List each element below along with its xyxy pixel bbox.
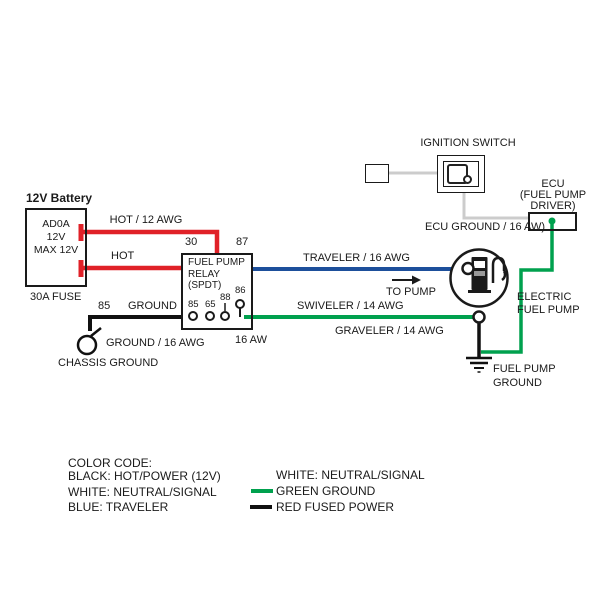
- pump-ground-line2: GROUND: [493, 376, 542, 389]
- relay-ground-wire: [88, 315, 182, 331]
- relay-label: FUEL PUMP RELAY (SPDT): [188, 257, 245, 292]
- ground-pin-label: 85: [98, 300, 111, 312]
- pin-86-label: 86: [235, 285, 246, 296]
- ecu-wire-dot: [548, 217, 556, 225]
- battery-line1: AD0A: [42, 218, 70, 230]
- battery-box: AD0A 12V MAX 12V: [25, 208, 87, 287]
- hot-12awg-wire: [81, 229, 220, 254]
- to-pump-arrow-icon: [392, 275, 421, 285]
- legend-blue: BLUE: TRAVELER: [68, 500, 169, 514]
- legend-green-ground: GREEN GROUND: [276, 484, 376, 498]
- relay-line2: RELAY: [188, 268, 221, 280]
- pin-87-label: 87: [236, 236, 249, 248]
- pump-terminal-left: [461, 261, 475, 276]
- ground-16awg-label: GROUND / 16 AWG: [106, 337, 205, 349]
- ecu-line3: DRIVER): [530, 200, 576, 212]
- legend-black: BLACK: HOT/POWER (12V): [68, 469, 221, 483]
- ignition-to-ecu-wire: [462, 193, 528, 220]
- fuel-pump-ground-label: FUEL PUMP GROUND: [493, 363, 556, 390]
- green-swatch-icon: [251, 489, 273, 493]
- chassis-ground-label: CHASSIS GROUND: [58, 357, 159, 369]
- pin-85-label: 85: [188, 299, 199, 310]
- relay-line3: (SPDT): [188, 280, 222, 291]
- battery-line3: MAX 12V: [33, 244, 79, 256]
- rocker-dot-icon: [463, 175, 472, 184]
- graveler-label: GRAVELER / 14 AWG: [335, 325, 444, 337]
- relay-line1: FUEL PUMP: [188, 257, 245, 268]
- gas-pump-icon: [468, 256, 507, 293]
- pin-30-label: 30: [185, 236, 198, 248]
- to-pump-label: TO PUMP: [386, 286, 436, 298]
- legend-white: WHITE: NEUTRAL/SIGNAL: [68, 485, 217, 499]
- chassis-ground-slash: [90, 327, 102, 337]
- ecu-ground-label: ECU GROUND / 16 AW): [425, 221, 545, 233]
- ecu-line2: (FUEL PUMP: [519, 189, 587, 201]
- ignition-switch-box: [437, 155, 485, 193]
- rocker-switch-icon: [447, 164, 468, 184]
- battery-line2: 12V: [46, 231, 66, 243]
- chassis-ground-circle: [76, 334, 98, 356]
- legend-white-signal: WHITE: NEUTRAL/SIGNAL: [276, 468, 425, 482]
- ignition-switch-inner: [443, 161, 479, 187]
- ignition-switch-label: IGNITION SWITCH: [420, 137, 516, 149]
- relay-awg-label: 16 AW: [235, 334, 267, 346]
- fuse-label: 30A FUSE: [30, 291, 82, 303]
- relay-pins: [188, 299, 245, 321]
- ecu-line1: ECU: [541, 178, 565, 190]
- ecu-box: [528, 212, 577, 231]
- ground-label: GROUND: [128, 300, 177, 312]
- battery-title: 12V Battery: [26, 191, 93, 205]
- hot-label: HOT: [111, 250, 135, 262]
- hot-12awg-label: HOT / 12 AWG: [109, 214, 183, 226]
- pump-ground-line1: FUEL PUMP: [493, 363, 556, 375]
- legend-red-fused: RED FUSED POWER: [276, 500, 395, 514]
- ecu-label: ECU (FUEL PUMP DRIVER): [503, 179, 600, 212]
- connector-box: [365, 164, 389, 183]
- electric-fuel-pump-label: ELECTRIC FUEL PUMP: [517, 291, 580, 317]
- relay-box: [181, 253, 253, 330]
- ground-symbol: [466, 356, 492, 373]
- pin-65-label: 65: [205, 299, 216, 310]
- pump-terminal-bottom: [472, 310, 486, 324]
- ecu-ground-wire: [481, 224, 554, 354]
- pump-label-line2: FUEL PUMP: [517, 304, 580, 316]
- traveler-label: TRAVELER / 16 AWG: [303, 252, 410, 264]
- pump-label-line1: ELECTRIC: [517, 291, 572, 303]
- pin-88-label: 88: [220, 292, 231, 303]
- legend-title: COLOR CODE:: [68, 456, 153, 470]
- swiveler-label: SWIVELER / 14 AWG: [297, 300, 404, 312]
- black-swatch-icon: [250, 505, 272, 509]
